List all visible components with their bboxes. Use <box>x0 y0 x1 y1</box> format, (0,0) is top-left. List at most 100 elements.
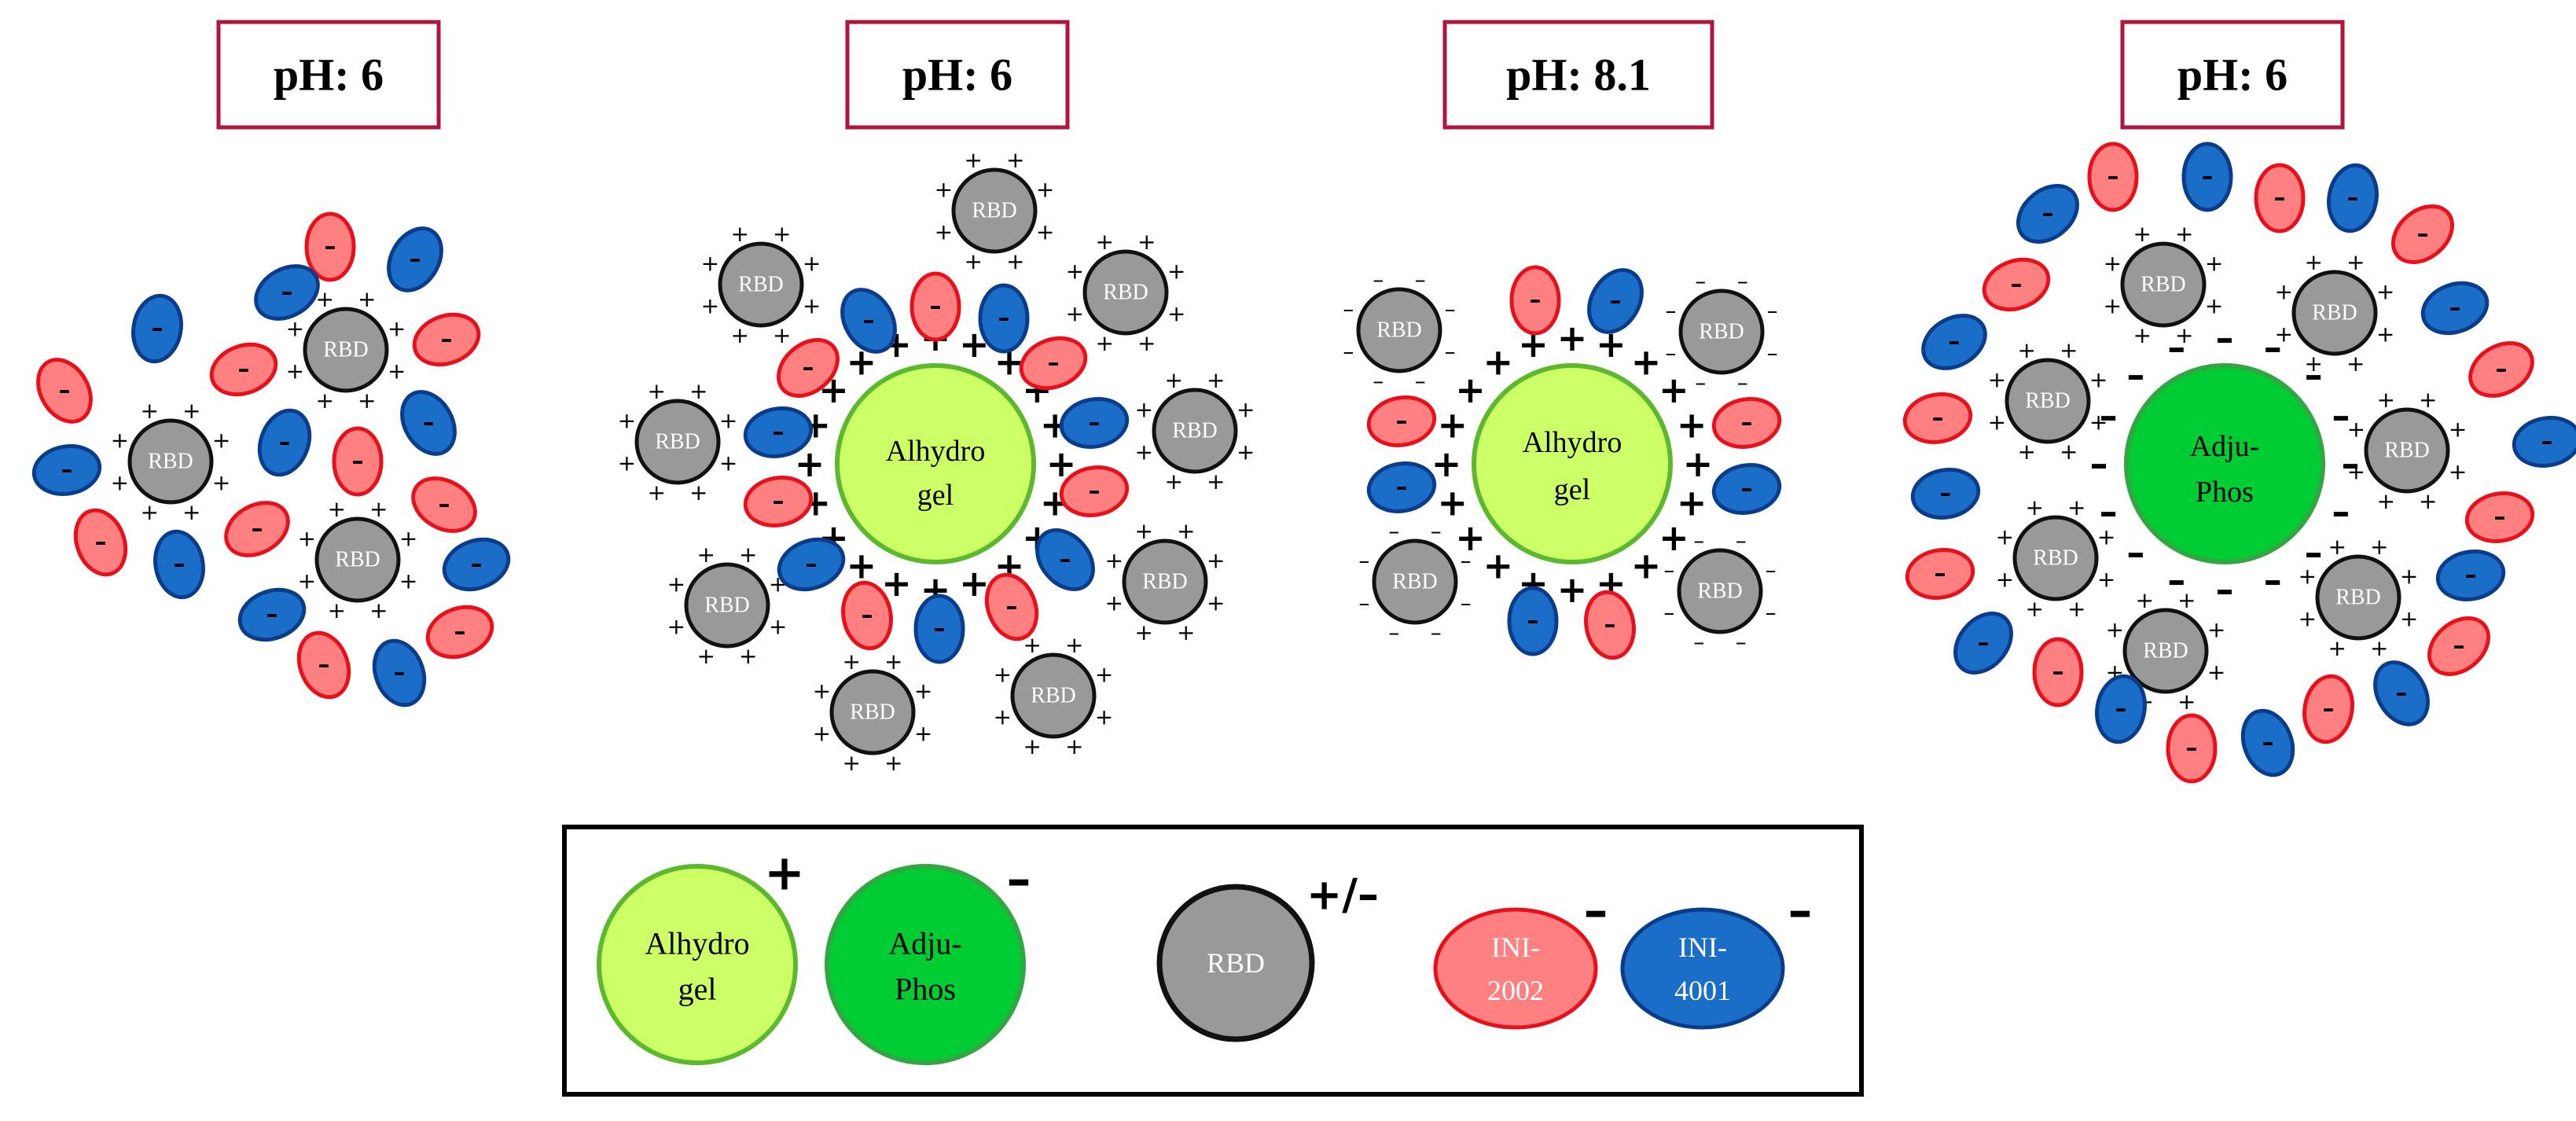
rbd-charge-sign: + <box>140 398 158 424</box>
rbd-charge-sign: + <box>842 649 860 674</box>
adjuvant-charge-sign: – <box>2090 443 2108 485</box>
rbd-charge-sign: + <box>111 428 129 454</box>
rbd-charge-sign: + <box>2299 605 2317 631</box>
rbd-charge-sign: – <box>1343 338 1354 364</box>
rbd-charge-sign: + <box>2060 337 2078 363</box>
rbd-charge-sign: – <box>1766 599 1777 625</box>
ini2002-molecule: – <box>2166 713 2218 784</box>
rbd-charge-sign: + <box>286 316 304 342</box>
rbd-charge-sign: + <box>813 678 831 704</box>
molecule-charge-sign: – <box>59 377 71 405</box>
ini4001-molecule: – <box>1711 463 1782 515</box>
rbd-charge-sign: + <box>1105 548 1123 574</box>
molecule-charge-sign: – <box>1604 612 1616 639</box>
rbd-charge-sign: + <box>1177 619 1195 645</box>
adjuphos-label-line2: Phos <box>2196 476 2254 509</box>
rbd-particle: RBD–––––––– <box>1665 268 1777 395</box>
ini4001-molecule: – <box>153 529 205 600</box>
ini4001-molecule: – <box>2420 281 2490 336</box>
rbd-charge-sign: + <box>730 221 748 247</box>
ini2002-molecule: – <box>1059 465 1130 517</box>
rbd-particle: RBD++++++++ <box>1135 367 1255 494</box>
rbd-label: RBD <box>2143 639 2188 663</box>
molecule-charge-sign: – <box>2449 295 2461 322</box>
molecule-charge-sign: – <box>2541 428 2553 456</box>
rbd-particle: RBD++++++++ <box>1066 229 1186 356</box>
rbd-charge-sign: + <box>399 568 417 594</box>
rbd-charge-sign: + <box>2275 321 2293 347</box>
rbd-charge-sign: + <box>2067 494 2085 520</box>
rbd-particle: RBD++++++++ <box>286 286 406 413</box>
molecule-charge-sign: – <box>279 429 291 457</box>
ini2002-molecule: – <box>743 476 814 527</box>
rbd-label: RBD <box>655 430 700 454</box>
rbd-particle: RBD++++++++ <box>111 398 231 525</box>
rbd-charge-sign: + <box>2133 221 2151 247</box>
ini4001-molecule: – <box>2095 674 2147 744</box>
rbd-charge-sign: + <box>2304 351 2322 377</box>
rbd-charge-sign: + <box>1006 248 1024 274</box>
molecule-charge-sign: – <box>806 551 818 579</box>
rbd-charge-sign: + <box>696 643 715 669</box>
ini2002-molecule: – <box>2468 341 2534 398</box>
ini4001-molecule: – <box>1921 314 1987 370</box>
ini2002-molecule: – <box>224 501 290 557</box>
rbd-charge-sign: + <box>2175 221 2193 247</box>
rbd-charge-sign: + <box>647 480 665 505</box>
ini4001-molecule: – <box>1953 611 2013 675</box>
rbd-charge-sign: + <box>2017 337 2035 363</box>
ini4001-molecule: – <box>2327 163 2379 233</box>
molecule-charge-sign: – <box>1741 476 1753 503</box>
legend-alhydrogel-label-line2: gel <box>678 972 717 1007</box>
rbd-charge-sign: + <box>2419 488 2437 514</box>
rbd-charge-sign: + <box>2370 635 2388 661</box>
rbd-particle: RBD++++++++ <box>994 632 1114 759</box>
molecule-charge-sign: – <box>2465 562 2477 590</box>
rbd-charge-sign: – <box>1373 368 1384 394</box>
alhydrogel-label-line1: Alhydro <box>886 435 986 468</box>
adjuvant-charge-sign: + <box>1677 481 1707 524</box>
legend-rbd-label: RBD <box>1207 947 1265 979</box>
rbd-charge-sign: + <box>1036 219 1054 244</box>
rbd-charge-sign: + <box>2347 458 2365 484</box>
legend-ini4001: INI- 4001 – <box>1620 882 1813 1030</box>
molecule-charge-sign: – <box>1935 560 1946 588</box>
adjuvant-charge-sign: + <box>1677 404 1707 447</box>
adjuvant-charge-sign: – <box>2264 559 2282 601</box>
molecule-charge-sign: – <box>394 660 406 687</box>
adjuvant-charge-sign: – <box>2332 395 2350 437</box>
rbd-charge-sign: + <box>719 408 737 434</box>
rbd-charge-sign: + <box>2060 439 2078 465</box>
rbd-charge-sign: + <box>773 221 791 247</box>
rbd-charge-sign: + <box>696 542 715 568</box>
rbd-charge-sign: + <box>369 496 388 522</box>
legend-alhydrogel-label-line1: Alhydro <box>645 926 749 961</box>
rbd-charge-sign: + <box>2370 534 2388 560</box>
rbd-charge-sign: – <box>1663 557 1674 583</box>
molecule-charge-sign: – <box>352 448 364 476</box>
rbd-charge-sign: + <box>182 499 200 525</box>
rbd-charge-sign: + <box>2400 605 2418 631</box>
rbd-charge-sign: + <box>399 526 417 552</box>
rbd-charge-sign: + <box>388 316 406 342</box>
ini2002-molecule: – <box>2427 616 2491 676</box>
rbd-charge-sign: + <box>935 177 953 203</box>
adjuvant-charge-sign: + <box>1557 317 1588 359</box>
adjuvant-charge-sign: + <box>1483 544 1514 586</box>
ini4001-molecule: – <box>1910 468 1981 520</box>
rbd-charge-sign: + <box>2205 292 2223 318</box>
alhydrogel-particle-ph8: Alhydro gel <box>1472 363 1673 564</box>
panel-4-adjuphos-ph6: Adju- Phos ––––––––––––––––RBD++++++++RB… <box>1902 142 2576 784</box>
molecule-charge-sign: – <box>863 307 875 335</box>
ini2002-molecule: – <box>2464 491 2535 543</box>
legend-ini2002: INI- 2002 – <box>1433 882 1608 1030</box>
ini4001-molecule: – <box>2016 184 2080 244</box>
molecule-charge-sign: – <box>2494 504 2506 531</box>
ph-label-3: pH: 8.1 <box>1442 20 1714 130</box>
ini2002-molecule: – <box>2032 637 2084 708</box>
ph-label-2: pH: 6 <box>845 20 1070 130</box>
rbd-charge-sign: – <box>1388 619 1399 645</box>
rbd-charge-sign: + <box>1023 733 1041 759</box>
molecule-charge-sign: – <box>1060 546 1071 574</box>
rbd-charge-sign: + <box>1095 330 1113 356</box>
